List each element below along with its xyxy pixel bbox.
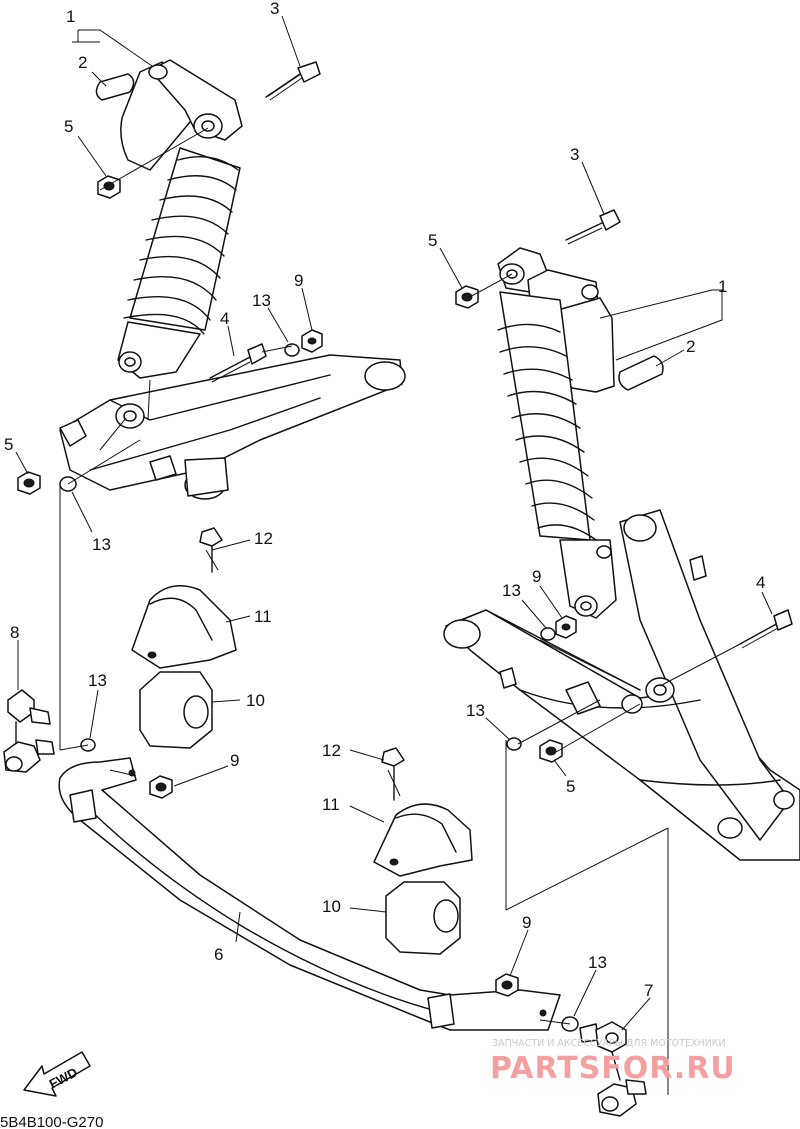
left-washer-13-upper — [284, 343, 300, 357]
mid-bolt-12 — [381, 747, 405, 801]
right-bolt-3 — [565, 209, 621, 245]
bottom-nut-9 — [495, 973, 519, 997]
callout-3-left: 3 — [270, 0, 279, 18]
left-bolt-4 — [209, 343, 267, 383]
link-rod-8 — [3, 689, 55, 773]
right-shock-cover — [618, 355, 664, 391]
callout-13-right-upper: 13 — [502, 581, 521, 600]
left-bushing-10 — [139, 671, 213, 749]
callout-3-right: 3 — [570, 145, 579, 164]
callout-9-left-lower: 9 — [230, 751, 239, 770]
left-shock-spring — [123, 155, 239, 335]
fwd-label: FWD — [47, 1064, 80, 1091]
assembly-lines — [59, 127, 745, 1095]
callout-4-right: 4 — [756, 573, 765, 592]
left-nut-5-top — [97, 175, 121, 199]
left-bolt-12 — [199, 527, 223, 573]
callout-12-mid: 12 — [322, 741, 341, 760]
callout-2-right: 2 — [686, 337, 695, 356]
callout-5-right-top: 5 — [428, 231, 437, 250]
right-shock-spring — [497, 323, 597, 541]
callout-13-left-mid: 13 — [92, 535, 111, 554]
left-shock-cover — [95, 73, 135, 101]
callout-12-left: 12 — [254, 529, 273, 548]
left-bracket-11 — [131, 585, 237, 669]
right-nut-5-top — [455, 285, 479, 309]
callout-2-left: 2 — [78, 53, 87, 72]
callout-11-left: 11 — [254, 607, 272, 626]
right-bolt-4 — [739, 609, 793, 649]
left-swing-arm — [59, 354, 406, 500]
fwd-arrow-icon: FWD — [23, 1051, 91, 1097]
callout-13-bottom: 13 — [588, 953, 607, 972]
left-nut-5-mid — [17, 471, 41, 495]
link-rod-7 — [579, 1021, 647, 1117]
right-washer-13-mid — [506, 737, 522, 751]
callout-5-left-top: 5 — [64, 117, 73, 136]
mid-bracket-11 — [373, 803, 473, 877]
callout-11-mid: 11 — [322, 795, 340, 814]
left-shock-absorber — [95, 59, 243, 379]
left-nut-9-upper — [301, 329, 323, 353]
watermark-logo: PARTSFOR.RU — [490, 1051, 736, 1086]
callout-9-bottom: 9 — [522, 913, 531, 932]
leader-lines — [15, 15, 773, 1031]
callout-13-right-mid: 13 — [466, 701, 485, 720]
right-shock-absorber — [497, 247, 664, 619]
watermark: ЗАПЧАСТИ И АКСЕССУАРЫ ДЛЯ МОТОТЕХНИКИ PA… — [490, 1038, 736, 1086]
callout-9-right-upper: 9 — [532, 567, 541, 586]
diagram-code: 5B4B100-G270 — [0, 1114, 103, 1129]
callout-8: 8 — [10, 623, 19, 642]
callout-10-mid: 10 — [322, 897, 341, 916]
right-swing-arm — [443, 509, 800, 861]
callout-1-left: 1 — [66, 7, 75, 26]
callout-numbers: 1 2 3 5 4 13 9 5 13 12 11 10 8 13 9 6 3 … — [4, 0, 765, 1000]
watermark-tagline: ЗАПЧАСТИ И АКСЕССУАРЫ ДЛЯ МОТОТЕХНИКИ — [492, 1038, 726, 1049]
right-nut-5-mid — [539, 739, 563, 763]
mid-bushing-10 — [385, 881, 461, 955]
callout-6: 6 — [214, 945, 223, 964]
right-washer-13-upper — [540, 627, 556, 641]
right-nut-9-upper — [555, 615, 577, 639]
left-nut-9-lower — [149, 775, 173, 799]
callout-4-left: 4 — [220, 309, 229, 328]
callout-7: 7 — [644, 981, 653, 1000]
callout-5-right-mid: 5 — [566, 777, 575, 796]
callout-5-left-mid: 5 — [4, 435, 13, 454]
left-bolt-3 — [265, 61, 321, 101]
callout-10-left: 10 — [246, 691, 265, 710]
callout-13-left-lower: 13 — [88, 671, 107, 690]
callout-13-left-upper: 13 — [252, 291, 271, 310]
callout-1-right: 1 — [718, 277, 727, 296]
callout-9-left-upper: 9 — [294, 271, 303, 290]
stabilizer-bar-6 — [58, 757, 561, 1031]
